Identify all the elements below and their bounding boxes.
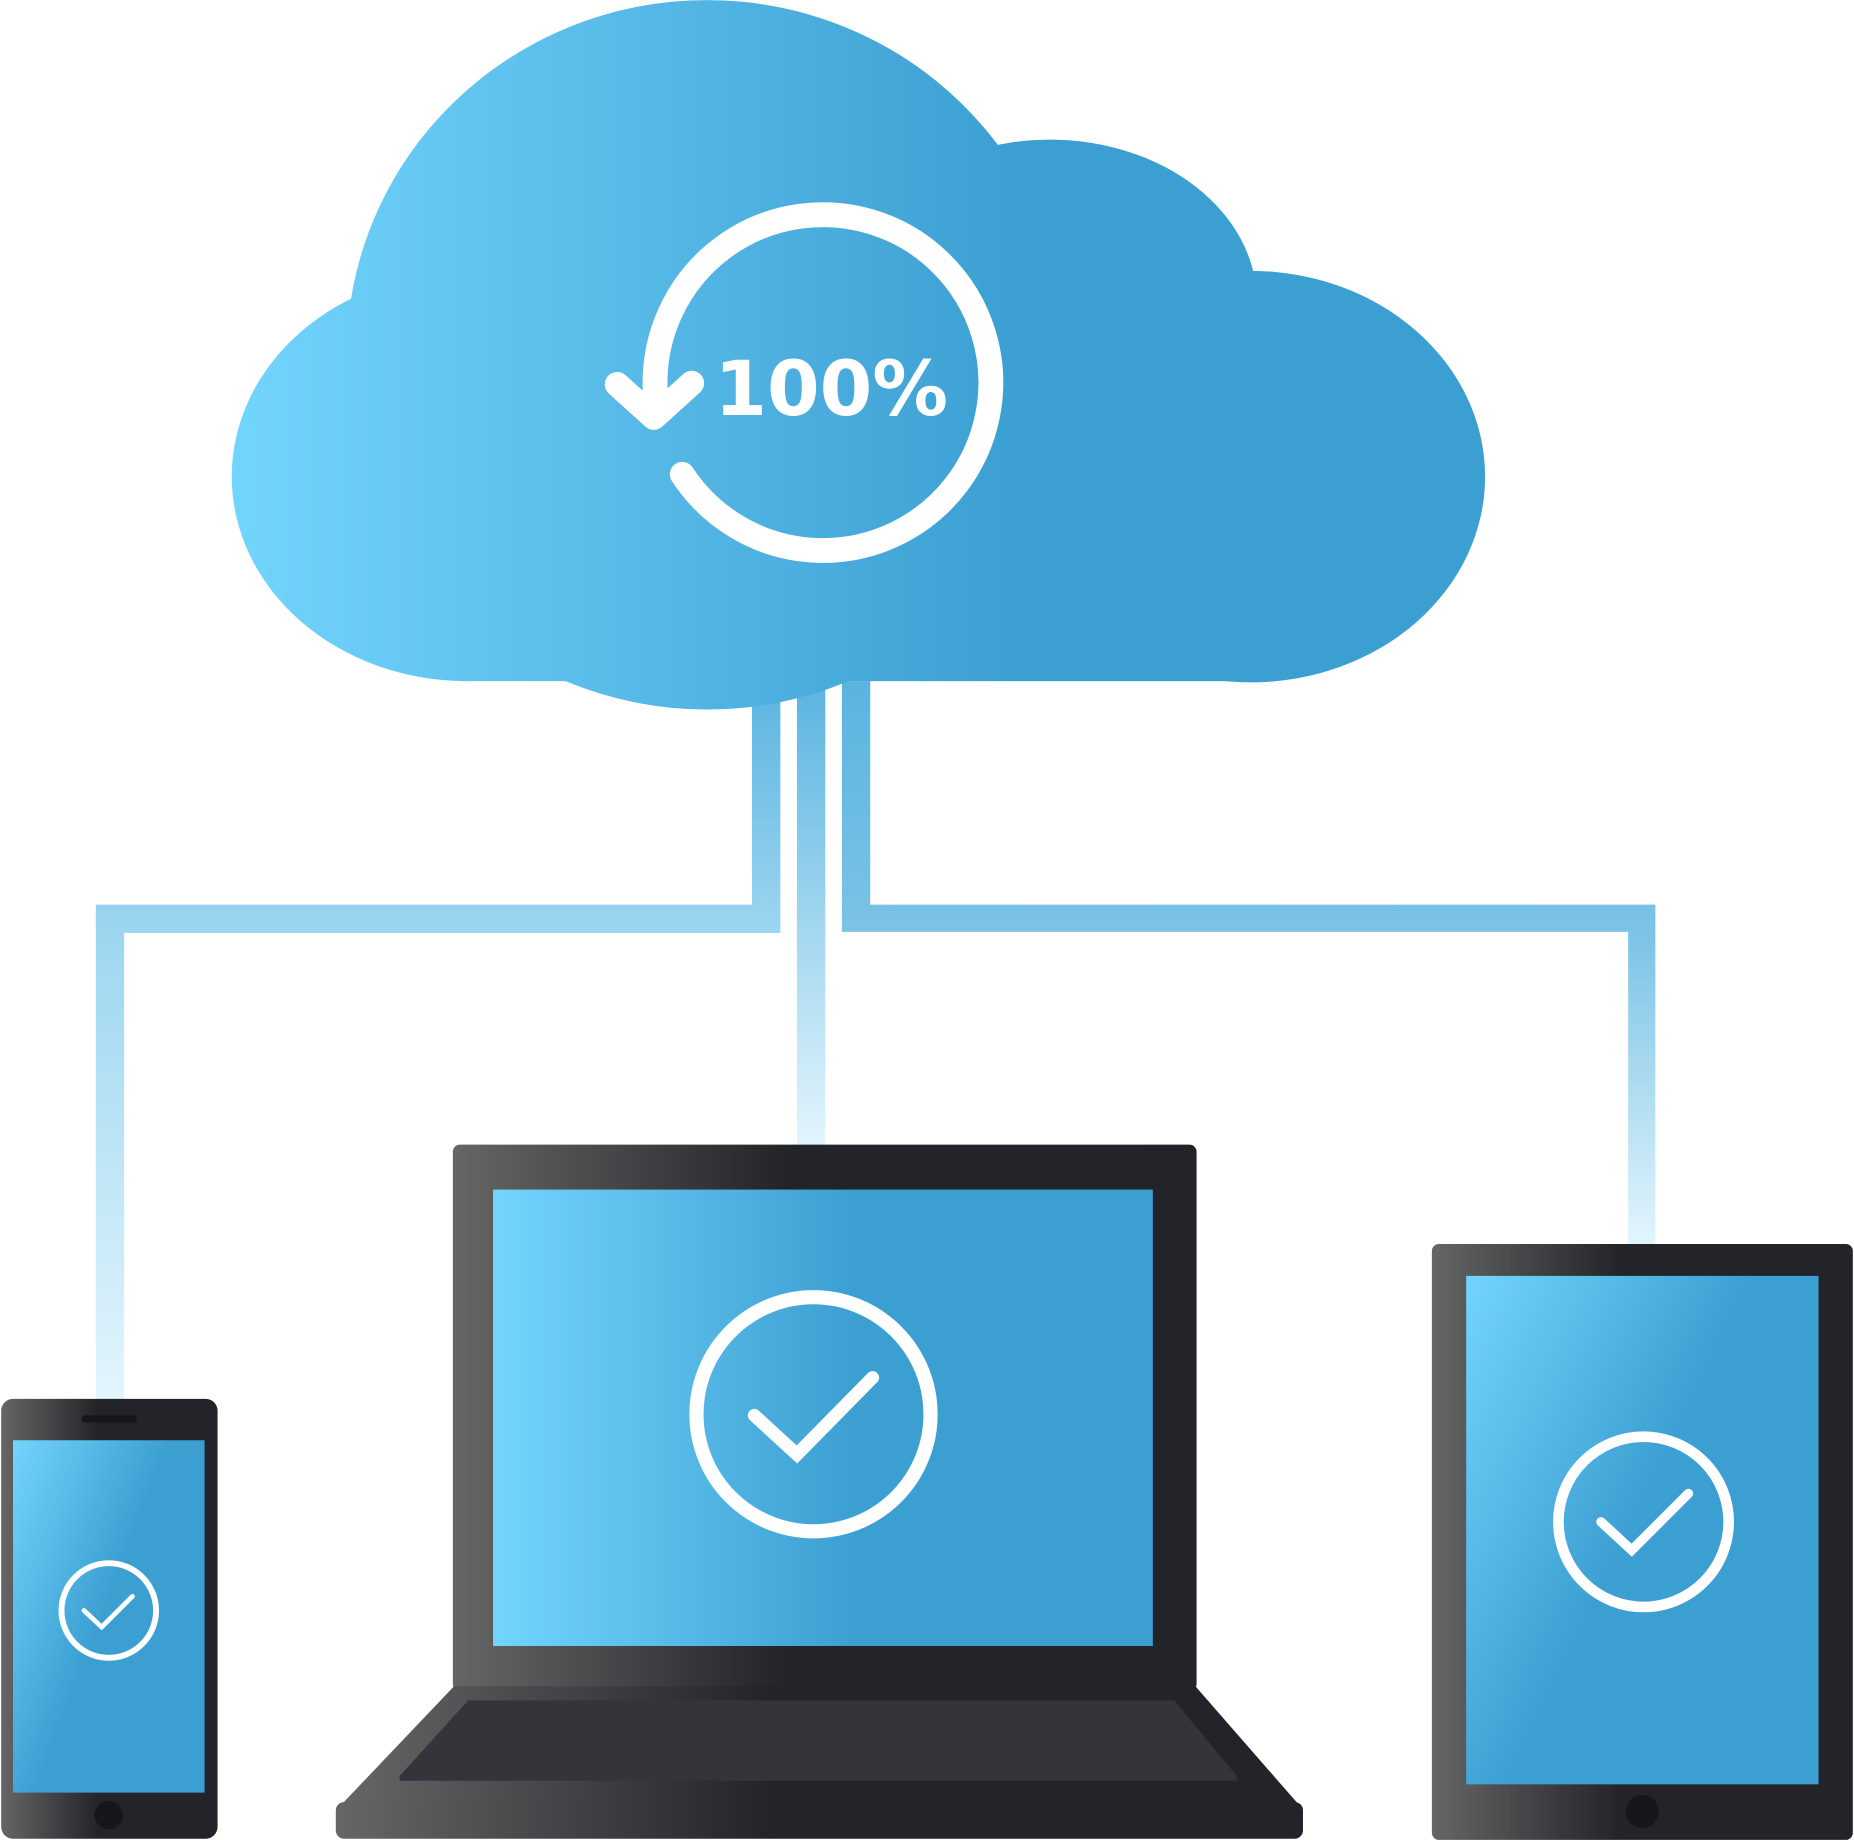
sync-progress-icon — [604, 202, 1004, 563]
tablet-home-button — [1625, 1794, 1659, 1829]
check-circle-icon — [1553, 1431, 1734, 1613]
laptop-screen — [493, 1189, 1153, 1646]
laptop-keyboard — [399, 1700, 1237, 1781]
tablet — [1431, 1243, 1853, 1840]
connection-lines — [95, 681, 1656, 1399]
phone-home-button — [94, 1800, 123, 1830]
smartphone — [1, 1398, 218, 1839]
sync-progress-label: 100% — [714, 345, 948, 433]
phone-speaker — [81, 1415, 138, 1423]
laptop — [335, 1144, 1304, 1839]
connector-to-laptop — [796, 681, 826, 1145]
tablet-screen — [1466, 1275, 1819, 1785]
check-circle-icon — [689, 1290, 938, 1539]
check-circle-icon — [58, 1560, 160, 1661]
phone-screen — [13, 1440, 205, 1793]
